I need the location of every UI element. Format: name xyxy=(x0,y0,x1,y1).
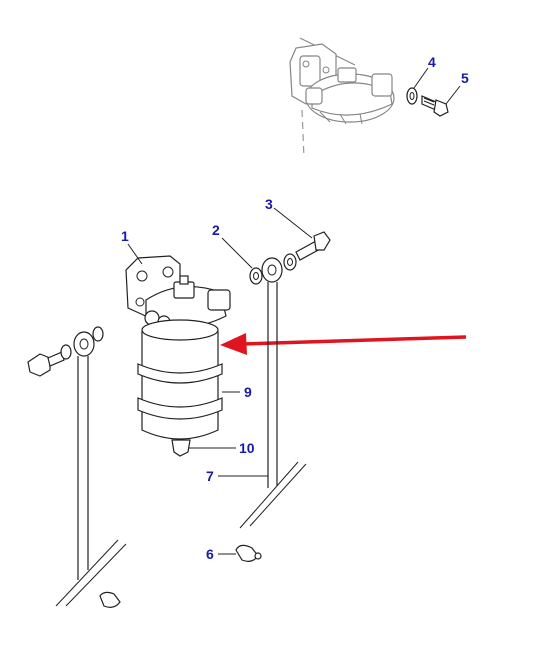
filter-head-inset xyxy=(289,37,395,159)
part-2-washers xyxy=(221,237,297,285)
callout-3: 3 xyxy=(265,196,273,212)
callout-7: 7 xyxy=(206,468,214,484)
callout-5: 5 xyxy=(461,70,469,86)
callout-9: 9 xyxy=(244,384,252,400)
part-7-fuel-pipe-right xyxy=(218,257,307,529)
part-4-washer xyxy=(406,67,429,105)
callout-4: 4 xyxy=(428,54,436,70)
filter-bowl xyxy=(137,319,240,457)
left-fuel-pipe-assembly xyxy=(27,326,127,608)
callout-2: 2 xyxy=(212,222,220,238)
callout-10: 10 xyxy=(239,440,255,456)
part-1-filter-head xyxy=(125,243,231,329)
part-3-banjo-bolt xyxy=(273,207,331,261)
callout-1: 1 xyxy=(121,228,129,244)
red-pointer-arrow xyxy=(220,333,467,355)
callout-6: 6 xyxy=(206,546,214,562)
part-5-bolt xyxy=(421,85,461,117)
part-6-pipe-clip xyxy=(218,544,262,562)
